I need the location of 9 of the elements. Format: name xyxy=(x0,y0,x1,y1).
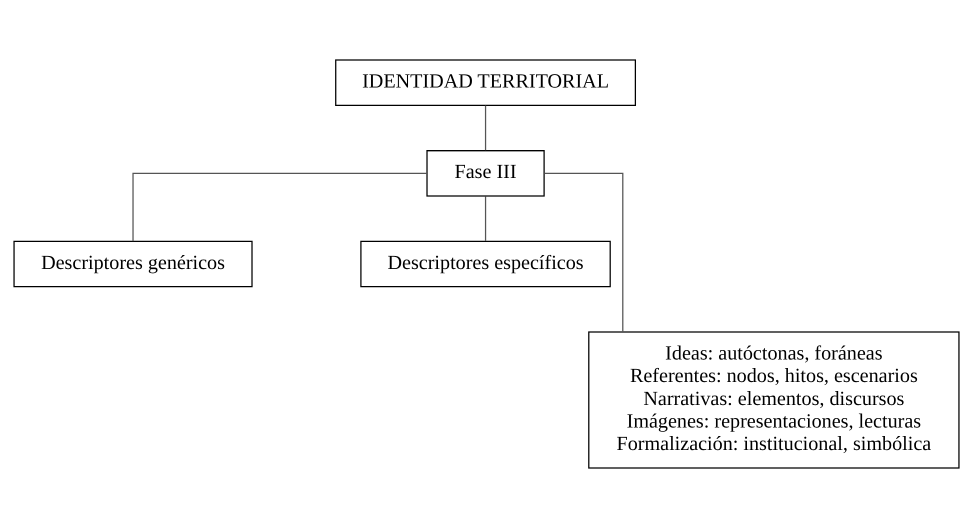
connector xyxy=(132,172,427,242)
connector xyxy=(484,106,486,150)
node-box: Descriptores genéricos xyxy=(13,240,253,288)
node-box: Ideas: autóctonas, foráneas Referentes: nodos, hitos, escenarios Narrativas: elementos, discursos Imágenes: representaciones, lecturas Formalización: institucional, simbólica xyxy=(588,331,960,469)
node-box: IDENTIDAD TERRITORIAL xyxy=(335,59,636,106)
connector xyxy=(484,196,486,241)
connector xyxy=(544,172,624,332)
node-box: Descriptores específicos xyxy=(360,240,611,288)
node-box: Fase III xyxy=(426,150,545,197)
